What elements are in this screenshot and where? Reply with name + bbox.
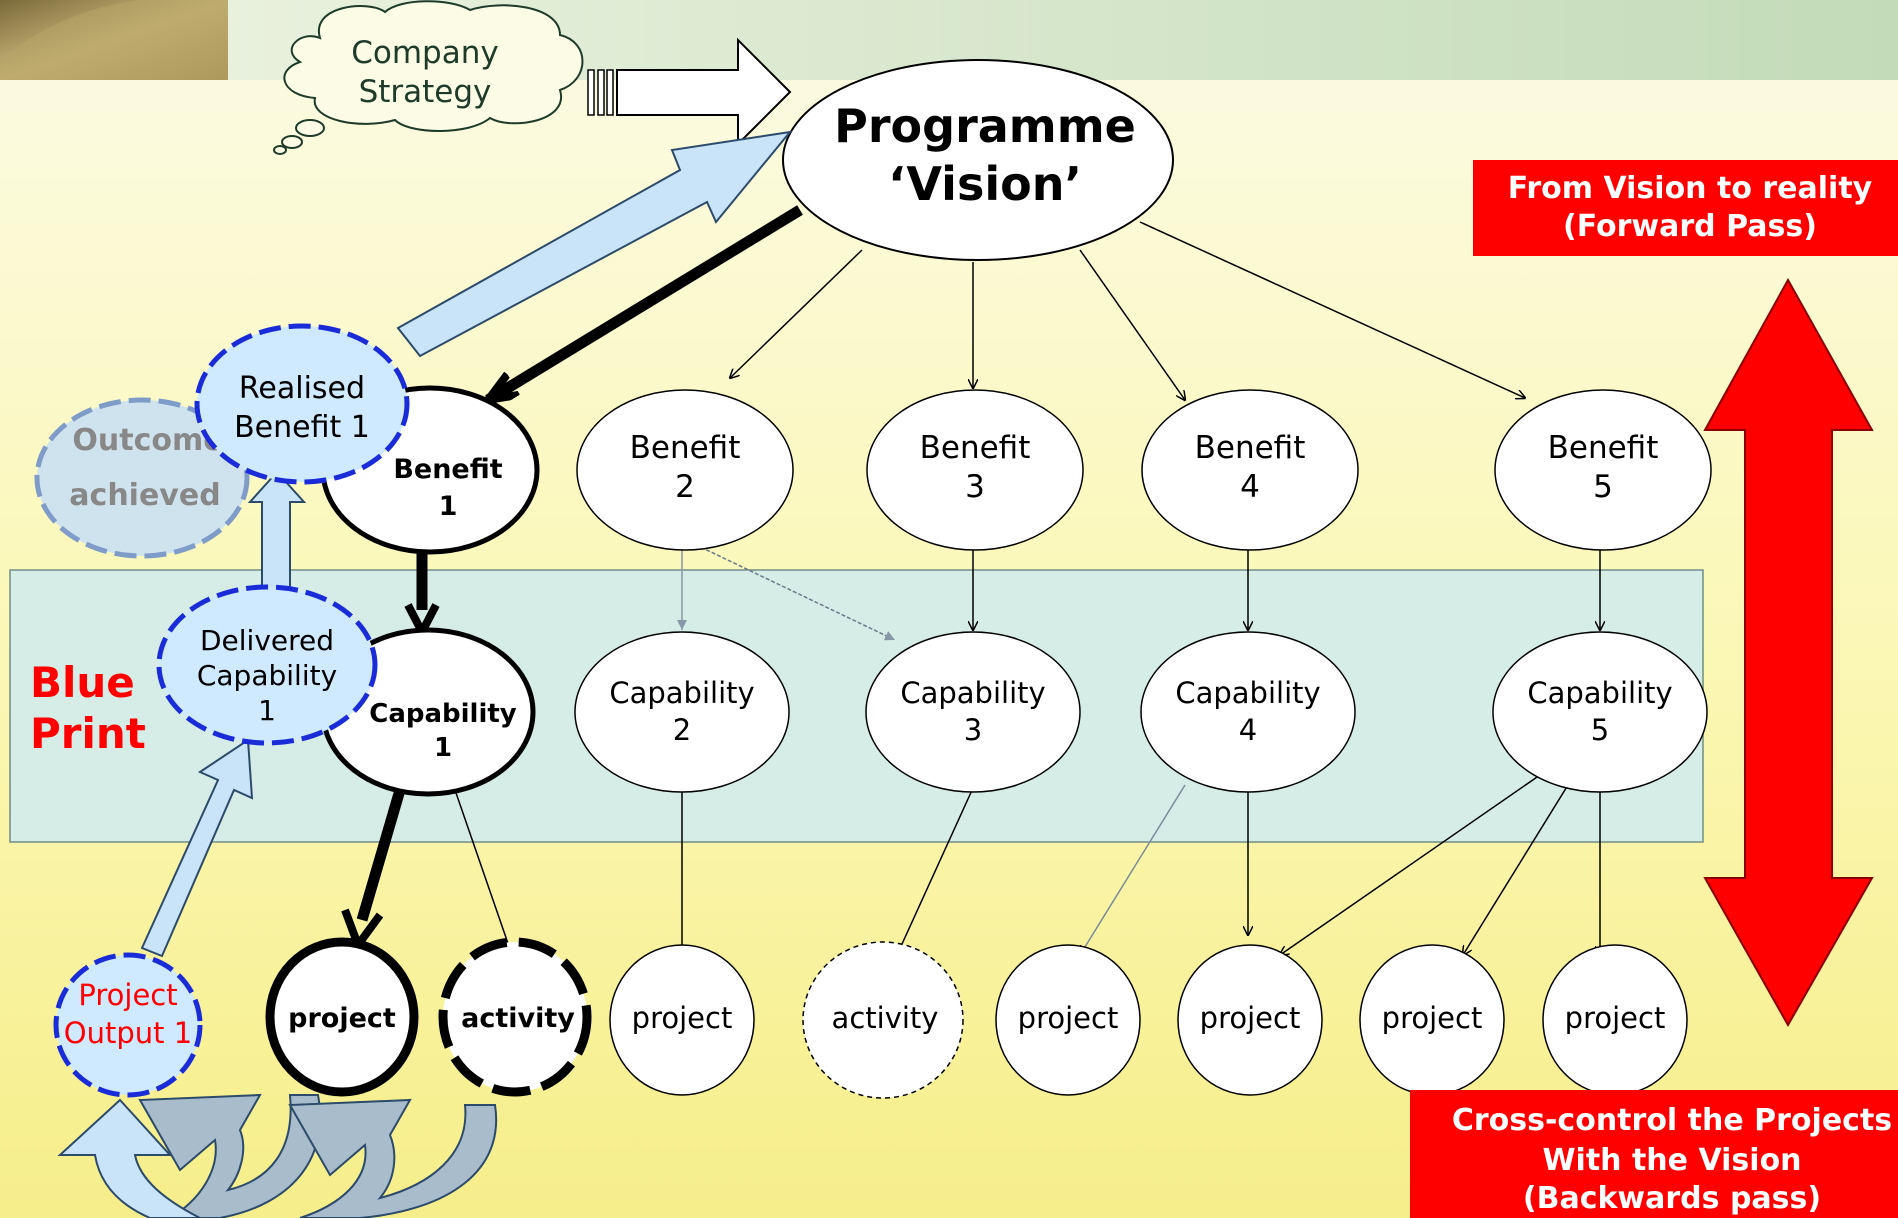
vision-to-benefit4 <box>1079 249 1185 400</box>
bottom-project-6-label: project <box>1565 1001 1666 1035</box>
capability-5-line1: Capability <box>1527 676 1672 710</box>
capability-3-line2: 3 <box>964 713 982 747</box>
capability3-to-activity <box>897 787 974 955</box>
capability-1-line1: Capability <box>369 699 517 729</box>
bottom-activity-2: activity <box>802 941 964 1099</box>
forward-line1: From Vision to reality <box>1508 171 1873 206</box>
delivered-capability-1: Delivered Capability 1 <box>156 584 378 746</box>
capability5-to-project-b <box>1280 774 1541 955</box>
benefit-2: Benefit 2 <box>576 389 794 551</box>
bottom-activity-1: activity <box>438 937 592 1097</box>
corner-photo-shape <box>0 0 228 80</box>
capability-5: Capability 5 <box>1492 631 1708 793</box>
bottom-project-6: project <box>1542 944 1688 1096</box>
capability4-to-project-a <box>1080 784 1186 955</box>
bottom-project-2: project <box>609 944 755 1096</box>
company-strategy-cloud: Company Strategy <box>273 0 584 155</box>
bottom-project-2-label: project <box>632 1001 733 1035</box>
capability-4: Capability 4 <box>1140 631 1356 793</box>
delivered-line3: 1 <box>258 694 276 727</box>
curved-return-arrow-2 <box>288 1098 498 1218</box>
strategy-line2: Strategy <box>359 74 492 110</box>
bottom-project-4: project <box>1177 944 1323 1096</box>
forward-pass-box: From Vision to reality (Forward Pass) <box>1473 160 1898 256</box>
realised-line1: Realised <box>239 371 365 406</box>
bottom-project-1-label: project <box>288 1003 396 1034</box>
red-double-arrow <box>1703 277 1874 1028</box>
capability5-to-project-c <box>1463 784 1569 955</box>
vision-line1: Programme <box>834 99 1136 153</box>
backward-line2: With the Vision <box>1542 1143 1801 1178</box>
outcome-line1: Outcome <box>72 423 223 458</box>
capability-4-line1: Capability <box>1175 676 1320 710</box>
benefit-4-line1: Benefit <box>1195 430 1306 466</box>
benefit-2-line1: Benefit <box>630 430 741 466</box>
bottom-project-5-label: project <box>1382 1001 1483 1035</box>
programme-vision: Programme ‘Vision’ <box>782 59 1174 261</box>
delivered-to-realised-arrow <box>247 470 307 591</box>
capability-1-line2: 1 <box>434 733 452 763</box>
realised-to-vision-arrow <box>396 130 793 358</box>
backward-line3: (Backwards pass) <box>1523 1181 1821 1216</box>
delivered-line2: Capability <box>197 659 337 692</box>
vision-to-benefit2 <box>730 249 863 378</box>
capability1-to-project <box>356 788 406 922</box>
benefit-5-line1: Benefit <box>1548 430 1659 466</box>
backward-line1: Cross-control the Projects <box>1452 1103 1892 1138</box>
bottom-activity-2-label: activity <box>832 1001 939 1035</box>
backward-pass-box: Cross-control the Projects With the Visi… <box>1410 1090 1898 1218</box>
outcome-line2: achieved <box>69 478 220 513</box>
outcome-achieved: Outcome achieved <box>34 397 250 559</box>
capability-2: Capability 2 <box>574 631 790 793</box>
bottom-project-3: project <box>995 944 1141 1096</box>
vision-to-benefit1 <box>488 205 803 400</box>
bottom-project-3-label: project <box>1018 1001 1119 1035</box>
strategy-to-vision-arrow <box>587 37 792 147</box>
capability1-to-activity <box>454 789 512 955</box>
capability-3-line1: Capability <box>900 676 1045 710</box>
benefit-2-line2: 2 <box>675 469 695 505</box>
strategy-line1: Company <box>351 35 498 71</box>
vision-to-benefit5 <box>1139 221 1525 398</box>
benefit-3-line1: Benefit <box>920 430 1031 466</box>
benefit-4-line2: 4 <box>1240 469 1260 505</box>
project-output-line1: Project <box>78 978 177 1012</box>
vision-line2: ‘Vision’ <box>888 157 1082 211</box>
project-output-to-delivered-arrow <box>140 738 254 958</box>
benefit-1-line1: Benefit <box>393 454 502 485</box>
capability-4-line2: 4 <box>1239 713 1257 747</box>
blueprint-label-line2: Print <box>30 709 146 758</box>
benefit-3-line2: 3 <box>965 469 985 505</box>
capability-5-line2: 5 <box>1591 713 1609 747</box>
capability-3: Capability 3 <box>865 631 1081 793</box>
benefit-5: Benefit 5 <box>1494 389 1712 551</box>
bottom-project-1: project <box>265 937 419 1097</box>
project-output-line2: Output 1 <box>64 1016 192 1050</box>
benefit-1-line2: 1 <box>439 491 458 522</box>
delivered-line1: Delivered <box>200 624 334 657</box>
forward-line2: (Forward Pass) <box>1563 209 1817 244</box>
bottom-project-4-label: project <box>1200 1001 1301 1035</box>
project-output-1: Project Output 1 <box>53 952 203 1098</box>
bottom-activity-1-label: activity <box>461 1003 575 1034</box>
capability-2-line1: Capability <box>609 676 754 710</box>
benefit-4: Benefit 4 <box>1141 389 1359 551</box>
benefit-5-line2: 5 <box>1593 469 1613 505</box>
blueprint-label-line1: Blue <box>30 658 135 707</box>
curved-return-arrow-3 <box>57 1098 201 1218</box>
benefit-3: Benefit 3 <box>866 389 1084 551</box>
capability-2-line2: 2 <box>673 713 691 747</box>
curved-return-arrow-1 <box>138 1093 322 1218</box>
realised-benefit-1: Realised Benefit 1 <box>194 323 410 485</box>
bottom-project-5: project <box>1359 944 1505 1096</box>
benefit2-to-capability3 <box>689 541 896 641</box>
realised-line2: Benefit 1 <box>234 410 370 445</box>
